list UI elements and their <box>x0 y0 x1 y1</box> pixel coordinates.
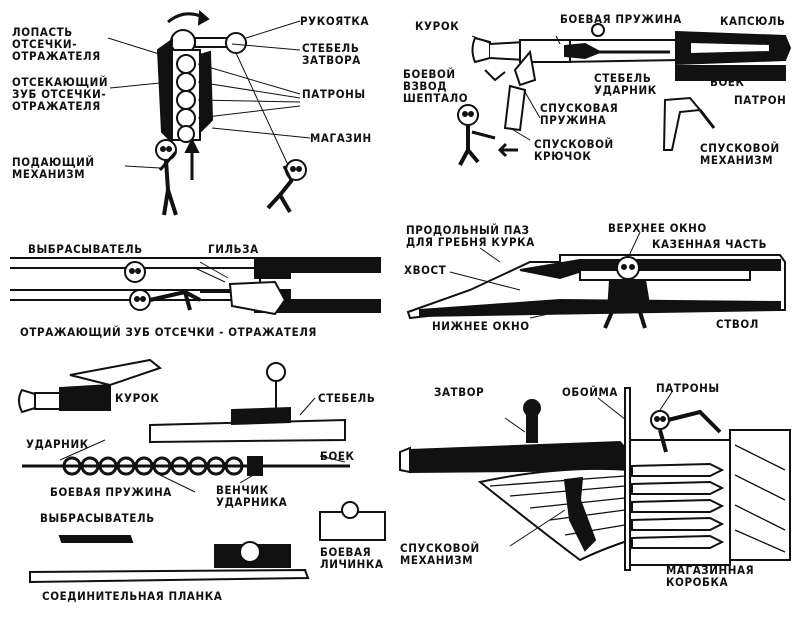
label-patrony-assembly: ПАТРОНЫ <box>656 381 720 395</box>
label-venchik-udarnika: ВЕНЧИК УДАРНИКА <box>216 483 288 509</box>
label-podayushchiy-mekhanizm: ПОДАЮЩИЙ МЕХАНИЗМ <box>12 155 95 181</box>
label-khvost: ХВОСТ <box>404 263 447 277</box>
panel-receiver <box>406 231 786 329</box>
label-patrony: ПАТРОНЫ <box>302 87 366 101</box>
label-magazinnaya-korobka: МАГАЗИННАЯ КОРОБКА <box>666 563 755 589</box>
label-lopast-otsechki: ЛОПАСТЬ ОТСЕЧКИ- ОТРАЖАТЕЛЯ <box>12 25 101 63</box>
panel-magazine <box>107 9 311 216</box>
label-kazennaya-chast: КАЗЕННАЯ ЧАСТЬ <box>652 237 768 251</box>
label-otsekayushchiy-zub: ОТСЕКАЮЩИЙ ЗУБ ОТСЕЧКИ- ОТРАЖАТЕЛЯ <box>12 75 109 113</box>
label-rukoyatka: РУКОЯТКА <box>300 14 370 28</box>
label-boek-part: БОЕК <box>320 449 355 463</box>
label-zatvor: ЗАТВОР <box>434 385 485 399</box>
label-stebel-udarnik: СТЕБЕЛЬ УДАРНИК <box>594 71 657 97</box>
label-nizhnee-okno: НИЖНЕЕ ОКНО <box>432 319 530 333</box>
label-magazin: МАГАЗИН <box>310 131 372 145</box>
label-udarnik-part: УДАРНИК <box>26 437 89 451</box>
label-patron: ПАТРОН <box>734 93 787 107</box>
label-boevoy-vzvod-sheptalo: БОЕВОЙ ВЗВОД ШЕПТАЛО <box>403 67 469 105</box>
label-spuskovoy-mekhanizm: СПУСКОВОЙ МЕХАНИЗМ <box>700 141 780 167</box>
label-kapsyul: КАПСЮЛЬ <box>720 14 786 28</box>
label-oboyma: ОБОЙМА <box>562 385 619 399</box>
label-vybrasyvatel-part: ВЫБРАСЫВАТЕЛЬ <box>40 511 155 525</box>
label-stvol: СТВОЛ <box>716 317 759 331</box>
label-spuskovaya-pruzhina: СПУСКОВАЯ ПРУЖИНА <box>540 101 619 127</box>
label-stebel-part: СТЕБЕЛЬ <box>318 391 376 405</box>
label-boevaya-pruzhina: БОЕВАЯ ПРУЖИНА <box>560 12 682 26</box>
label-boevaya-lichinka: БОЕВАЯ ЛИЧИНКА <box>320 545 384 571</box>
label-spuskovoy-mekhanizm-assembly: СПУСКОВОЙ МЕХАНИЗМ <box>400 541 480 567</box>
label-kurok: КУРОК <box>415 19 460 33</box>
label-otrazhayushchiy-zub: ОТРАЖАЮЩИЙ ЗУБ ОТСЕЧКИ - ОТРАЖАТЕЛЯ <box>20 325 317 339</box>
panel-bolt-parts <box>18 358 386 584</box>
label-stebel-zatvora: СТЕБЕЛЬ ЗАТВОРА <box>302 41 361 67</box>
panel-extractor <box>10 257 381 316</box>
label-gilza: ГИЛЬЗА <box>208 242 259 256</box>
label-kurok-part: КУРОК <box>115 391 160 405</box>
label-boevaya-pruzhina-part: БОЕВАЯ ПРУЖИНА <box>50 485 172 499</box>
label-spuskovoy-kryuchok: СПУСКОВОЙ КРЮЧОК <box>534 137 614 163</box>
label-boek: БОЕК <box>710 75 745 89</box>
label-vybrasyvatel: ВЫБРАСЫВАТЕЛЬ <box>28 242 143 256</box>
label-prodolnyy-paz: ПРОДОЛЬНЫЙ ПАЗ ДЛЯ ГРЕБНЯ КУРКА <box>406 223 535 249</box>
panel-assembly <box>399 387 791 571</box>
label-soedinitelnaya-planka: СОЕДИНИТЕЛЬНАЯ ПЛАНКА <box>42 589 223 603</box>
label-verkhnee-okno: ВЕРХНЕЕ ОКНО <box>608 221 707 235</box>
panel-trigger <box>457 23 792 166</box>
